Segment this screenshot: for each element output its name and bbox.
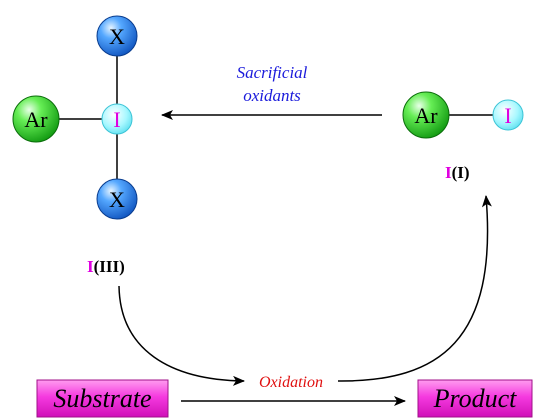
aryl-iodide-molecule: Ar I xyxy=(402,91,524,139)
oxidation-label: Oxidation xyxy=(259,374,323,391)
iodine-i-symbol: I xyxy=(445,163,452,182)
group-ar-left: Ar xyxy=(12,95,60,143)
atom-i-center: I xyxy=(101,103,133,135)
oxidants-label: oxidants xyxy=(243,86,301,105)
iodine-iii-oxidation: (III) xyxy=(94,257,125,276)
atom-i-right-label: I xyxy=(504,103,511,128)
iodine-i-label: I(I) xyxy=(445,163,470,182)
substrate-label: Substrate xyxy=(53,384,151,413)
atom-x-top: X xyxy=(96,15,138,57)
sacrificial-label: Sacrificial xyxy=(237,63,308,82)
iodine-iii-symbol: I xyxy=(87,257,94,276)
substrate-box: Substrate xyxy=(36,379,169,418)
group-ar-left-label: Ar xyxy=(24,107,48,132)
cycle-arrow-left xyxy=(118,285,245,386)
product-label: Product xyxy=(433,384,518,413)
product-box: Product xyxy=(417,379,533,418)
atom-x-bottom: X xyxy=(96,178,138,220)
iodine-iii-label: I(III) xyxy=(87,257,125,276)
group-ar-right-label: Ar xyxy=(414,103,438,128)
atom-i-center-label: I xyxy=(113,107,120,132)
atom-x-top-label: X xyxy=(109,24,125,49)
atom-i-right: I xyxy=(492,99,524,131)
iodine-i-oxidation: (I) xyxy=(452,163,470,182)
atom-x-bottom-label: X xyxy=(109,187,125,212)
hypervalent-iodine-molecule: X Ar I X xyxy=(12,15,138,220)
cycle-arrow-right xyxy=(337,195,492,382)
group-ar-right: Ar xyxy=(402,91,450,139)
